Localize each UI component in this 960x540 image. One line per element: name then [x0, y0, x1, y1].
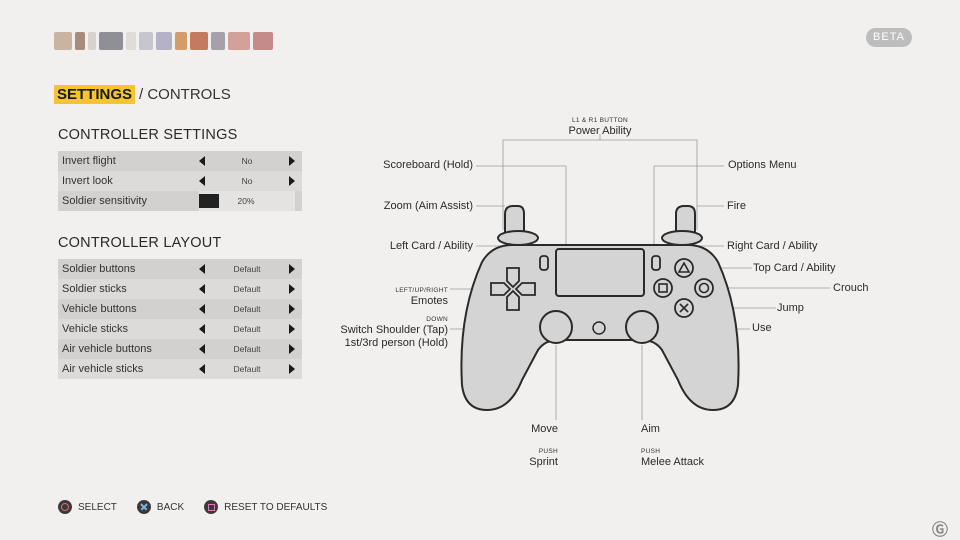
- reset-label: RESET TO DEFAULTS: [224, 501, 328, 513]
- watermark-logo-icon: Ⓖ: [932, 522, 949, 539]
- setting-label: Soldier sensitivity: [62, 195, 147, 207]
- right-card-label: Right Card / Ability: [727, 240, 818, 252]
- footer-hints: SELECT BACK RESET TO DEFAULTS: [58, 500, 347, 514]
- controller-settings-table: Invert flight No Invert look No Soldier …: [58, 151, 302, 211]
- zoom-label: Zoom (Aim Assist): [383, 200, 473, 212]
- switch-shoulder-label: Switch Shoulder (Tap): [340, 324, 448, 336]
- melee-label: Melee Attack: [641, 456, 704, 468]
- move-label: Move: [531, 423, 558, 435]
- top-card-label: Top Card / Ability: [753, 262, 836, 274]
- breadcrumb-controls: / CONTROLS: [139, 86, 231, 103]
- reset-hint[interactable]: RESET TO DEFAULTS: [204, 500, 327, 514]
- arrow-right-icon[interactable]: [289, 304, 295, 314]
- aim-label: Aim: [641, 423, 660, 435]
- setting-row-soldier-sensitivity[interactable]: Soldier sensitivity 20%: [58, 191, 302, 211]
- use-label: Use: [752, 322, 772, 334]
- person-view-label: 1st/3rd person (Hold): [344, 337, 448, 349]
- arrow-left-icon[interactable]: [199, 364, 205, 374]
- layout-row-air-vehicle-buttons[interactable]: Air vehicle buttons Default: [58, 339, 302, 359]
- breadcrumb: SETTINGS / CONTROLS: [54, 85, 231, 104]
- fire-label: Fire: [727, 200, 746, 212]
- arrow-left-icon[interactable]: [199, 284, 205, 294]
- l1r1-small-label: L1 & R1 BUTTON: [571, 117, 629, 124]
- left-card-label: Left Card / Ability: [389, 240, 473, 252]
- emotes-label: Emotes: [410, 295, 448, 307]
- jump-label: Jump: [777, 302, 804, 314]
- dpad-small-label: LEFT/UP/RIGHT: [395, 287, 448, 294]
- setting-value: Default: [233, 344, 261, 354]
- breadcrumb-settings[interactable]: SETTINGS: [54, 85, 136, 104]
- setting-value: Default: [233, 364, 261, 374]
- layout-row-air-vehicle-sticks[interactable]: Air vehicle sticks Default: [58, 359, 302, 379]
- setting-value: 20%: [237, 196, 255, 206]
- scoreboard-label: Scoreboard (Hold): [383, 159, 473, 171]
- sensitivity-slider-knob[interactable]: [199, 194, 219, 208]
- setting-value: No: [241, 176, 253, 186]
- setting-label: Vehicle buttons: [62, 303, 137, 315]
- setting-label: Air vehicle buttons: [62, 343, 152, 355]
- arrow-right-icon[interactable]: [289, 284, 295, 294]
- controller-layout-table: Soldier buttons Default Soldier sticks D…: [58, 259, 302, 379]
- arrow-left-icon[interactable]: [199, 264, 205, 274]
- push-right-small-label: PUSH: [641, 448, 661, 455]
- setting-row-invert-look[interactable]: Invert look No: [58, 171, 302, 191]
- layout-row-soldier-sticks[interactable]: Soldier sticks Default: [58, 279, 302, 299]
- arrow-left-icon[interactable]: [199, 304, 205, 314]
- setting-label: Soldier sticks: [62, 283, 127, 295]
- arrow-right-icon[interactable]: [289, 264, 295, 274]
- arrow-right-icon[interactable]: [289, 176, 295, 186]
- setting-row-invert-flight[interactable]: Invert flight No: [58, 151, 302, 171]
- select-label: SELECT: [78, 501, 117, 513]
- arrow-right-icon[interactable]: [289, 156, 295, 166]
- setting-value: Default: [233, 324, 261, 334]
- game-logo-blurred: [54, 30, 308, 52]
- setting-value: No: [241, 156, 253, 166]
- setting-value: Default: [233, 284, 261, 294]
- setting-label: Vehicle sticks: [62, 323, 129, 335]
- options-label: Options Menu: [728, 159, 797, 171]
- controller-layout-title: CONTROLLER LAYOUT: [58, 235, 222, 251]
- arrow-left-icon[interactable]: [199, 156, 205, 166]
- select-hint[interactable]: SELECT: [58, 500, 117, 514]
- push-left-small-label: PUSH: [538, 448, 558, 455]
- back-hint[interactable]: BACK: [136, 500, 185, 514]
- circle-button-icon: [58, 500, 72, 514]
- arrow-right-icon[interactable]: [289, 344, 295, 354]
- beta-badge: BETA: [866, 28, 912, 47]
- l1r1-label: Power Ability: [568, 125, 632, 137]
- setting-value: Default: [233, 264, 261, 274]
- setting-label: Invert flight: [62, 155, 116, 167]
- arrow-left-icon[interactable]: [199, 344, 205, 354]
- layout-row-soldier-buttons[interactable]: Soldier buttons Default: [58, 259, 302, 279]
- arrow-right-icon[interactable]: [289, 324, 295, 334]
- back-label: BACK: [156, 501, 185, 513]
- crouch-label: Crouch: [833, 282, 869, 294]
- arrow-left-icon[interactable]: [199, 324, 205, 334]
- layout-row-vehicle-buttons[interactable]: Vehicle buttons Default: [58, 299, 302, 319]
- square-button-icon: [204, 500, 219, 514]
- cross-button-icon: [136, 500, 151, 514]
- arrow-left-icon[interactable]: [199, 176, 205, 186]
- layout-row-vehicle-sticks[interactable]: Vehicle sticks Default: [58, 319, 302, 339]
- sensitivity-slider-track[interactable]: [199, 191, 295, 211]
- setting-value: Default: [233, 304, 261, 314]
- controller-settings-title: CONTROLLER SETTINGS: [58, 127, 238, 143]
- setting-label: Air vehicle sticks: [62, 363, 144, 375]
- down-small-label: DOWN: [426, 316, 448, 323]
- sprint-label: Sprint: [529, 456, 558, 468]
- setting-label: Invert look: [62, 175, 113, 187]
- arrow-right-icon[interactable]: [289, 364, 295, 374]
- setting-label: Soldier buttons: [62, 263, 136, 275]
